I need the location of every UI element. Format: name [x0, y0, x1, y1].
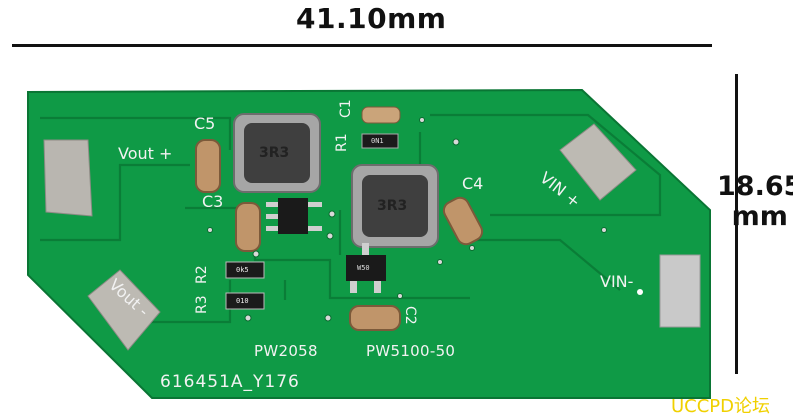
inductor-2-marking: 3R3 — [377, 198, 408, 214]
height-dimension-line — [735, 74, 738, 374]
label-ic2-pw5100: PW5100-50 — [366, 342, 456, 360]
height-dimension-label: 18.65 mm — [717, 172, 793, 232]
width-dimension-label: 41.10mm — [296, 2, 447, 35]
board-marking: 616451A_Y176 — [160, 372, 300, 392]
vout-minus-pad — [87, 269, 161, 351]
r2-resistor — [225, 261, 265, 279]
label-vin-minus: VIN- — [600, 272, 634, 291]
label-r1: R1 — [334, 133, 350, 152]
r3-code: 010 — [236, 297, 249, 305]
vin-plus-pad — [559, 123, 637, 201]
label-c2: C2 — [402, 306, 418, 325]
c2-capacitor — [349, 305, 401, 331]
r1-resistor — [361, 133, 399, 149]
label-c1: C1 — [338, 99, 354, 118]
label-c5: C5 — [194, 114, 216, 133]
height-value: 18.65 — [717, 171, 793, 202]
c3-capacitor — [235, 202, 261, 252]
r1-code: 0N1 — [371, 137, 384, 145]
c1-capacitor — [361, 106, 401, 124]
ic1-chip — [266, 198, 322, 234]
vin-minus-pad — [659, 254, 701, 328]
ic2-code: W50 — [357, 264, 370, 272]
c4-capacitor — [442, 196, 484, 246]
r2-code: 0k5 — [236, 266, 249, 274]
vias — [207, 117, 607, 322]
label-r2: R2 — [194, 265, 210, 284]
label-c4: C4 — [462, 174, 484, 193]
r3-resistor — [225, 292, 265, 310]
label-c3: C3 — [202, 192, 224, 211]
vout-plus-pad — [43, 139, 93, 217]
label-vout-plus: Vout + — [118, 144, 173, 163]
label-ic1-pw2058: PW2058 — [254, 342, 318, 360]
height-unit: mm — [731, 201, 788, 232]
c5-capacitor — [195, 139, 221, 193]
width-dimension-line — [12, 44, 712, 47]
inductor-1-marking: 3R3 — [259, 145, 290, 161]
ic2-chip — [346, 243, 386, 293]
watermark: UCCPD论坛 — [671, 396, 771, 417]
label-r3: R3 — [194, 295, 210, 314]
